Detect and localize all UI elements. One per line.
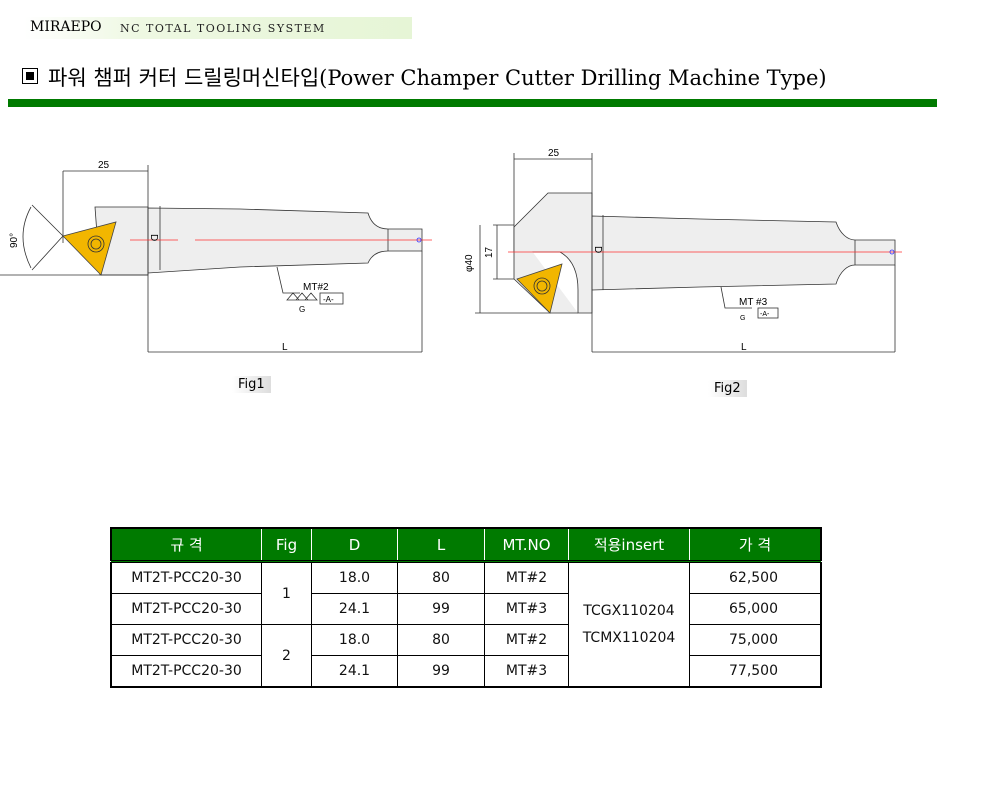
fig1-caption: Fig1 [232, 376, 271, 393]
fig2-datum: -A- [760, 311, 770, 318]
fig2-dim-dia: φ40 [464, 254, 475, 272]
cell-d: 18.0 [311, 624, 398, 656]
cell-l: 80 [397, 561, 485, 594]
fig1-dim-d: D [148, 234, 159, 241]
col-spec: 규 격 [110, 528, 262, 563]
cell-mt: MT#3 [484, 593, 569, 625]
cell-fig: 2 [261, 624, 312, 688]
table-row: MT2T-PCC20-30 24.1 99 MT#3 77,500 [110, 655, 822, 688]
square-bullet-icon [22, 68, 38, 84]
col-l: L [397, 528, 485, 563]
fig2-drawing [475, 153, 902, 353]
col-mtno: MT.NO [484, 528, 569, 563]
cell-d: 18.0 [311, 561, 398, 594]
table-row: MT2T-PCC20-30 24.1 99 MT#3 65,000 [110, 593, 822, 625]
spec-table: 규 격 Fig D L MT.NO 적용insert 가 격 MT2T-PCC2… [110, 527, 822, 688]
cell-spec: MT2T-PCC20-30 [110, 624, 262, 656]
technical-drawings: 25 90° D MT#2 G -A- L 25 φ40 17 D MT #3 … [0, 148, 902, 353]
cell-price: 75,000 [689, 624, 822, 656]
fig1-taper: MT#2 [303, 282, 329, 293]
fig2-caption: Fig2 [708, 380, 747, 397]
insert-1: TCGX110204 [583, 602, 675, 619]
insert-2: TCMX110204 [582, 629, 676, 646]
cell-l: 80 [397, 624, 485, 656]
fig2-grind: G [740, 315, 745, 322]
fig2-dim-25: 25 [548, 148, 560, 159]
cell-price: 65,000 [689, 593, 822, 625]
cell-mt: MT#3 [484, 655, 569, 688]
page-title: 파워 챔퍼 커터 드릴링머신타입(Power Champer Cutter Dr… [22, 62, 827, 92]
fig1-grind: G [299, 305, 305, 314]
fig1-dim-angle: 90° [9, 233, 20, 248]
title-text: 파워 챔퍼 커터 드릴링머신타입(Power Champer Cutter Dr… [48, 66, 827, 90]
fig1-drawing [0, 165, 432, 353]
fig1-datum: -A- [323, 295, 334, 304]
header-band [24, 17, 412, 39]
fig2-dim-l: L [741, 342, 747, 353]
fig2-dim-d: D [592, 246, 603, 253]
cell-spec: MT2T-PCC20-30 [110, 655, 262, 688]
fig2-dim-17: 17 [484, 246, 495, 258]
cell-spec: MT2T-PCC20-30 [110, 561, 262, 594]
cell-fig: 1 [261, 561, 312, 625]
cell-l: 99 [397, 593, 485, 625]
col-fig: Fig [261, 528, 312, 563]
fig2-taper: MT #3 [739, 297, 768, 308]
cell-l: 99 [397, 655, 485, 688]
header-subtitle: NC TOTAL TOOLING SYSTEM [120, 22, 326, 35]
table-header: 규 격 Fig D L MT.NO 적용insert 가 격 [110, 528, 821, 563]
col-price: 가 격 [689, 528, 821, 563]
cell-price: 62,500 [689, 561, 822, 594]
cell-d: 24.1 [311, 593, 398, 625]
cell-price: 77,500 [689, 655, 822, 688]
col-d: D [311, 528, 398, 563]
table-row: MT2T-PCC20-30 2 18.0 80 MT#2 75,000 [110, 624, 822, 688]
col-insert: 적용insert [568, 528, 690, 563]
cell-d: 24.1 [311, 655, 398, 688]
title-divider [8, 99, 937, 107]
fig1-dim-l: L [282, 342, 288, 353]
brand: MIRAEPO [30, 19, 102, 35]
fig1-dim-25: 25 [98, 160, 110, 171]
cell-mt: MT#2 [484, 561, 569, 594]
cell-spec: MT2T-PCC20-30 [110, 593, 262, 625]
cell-mt: MT#2 [484, 624, 569, 656]
